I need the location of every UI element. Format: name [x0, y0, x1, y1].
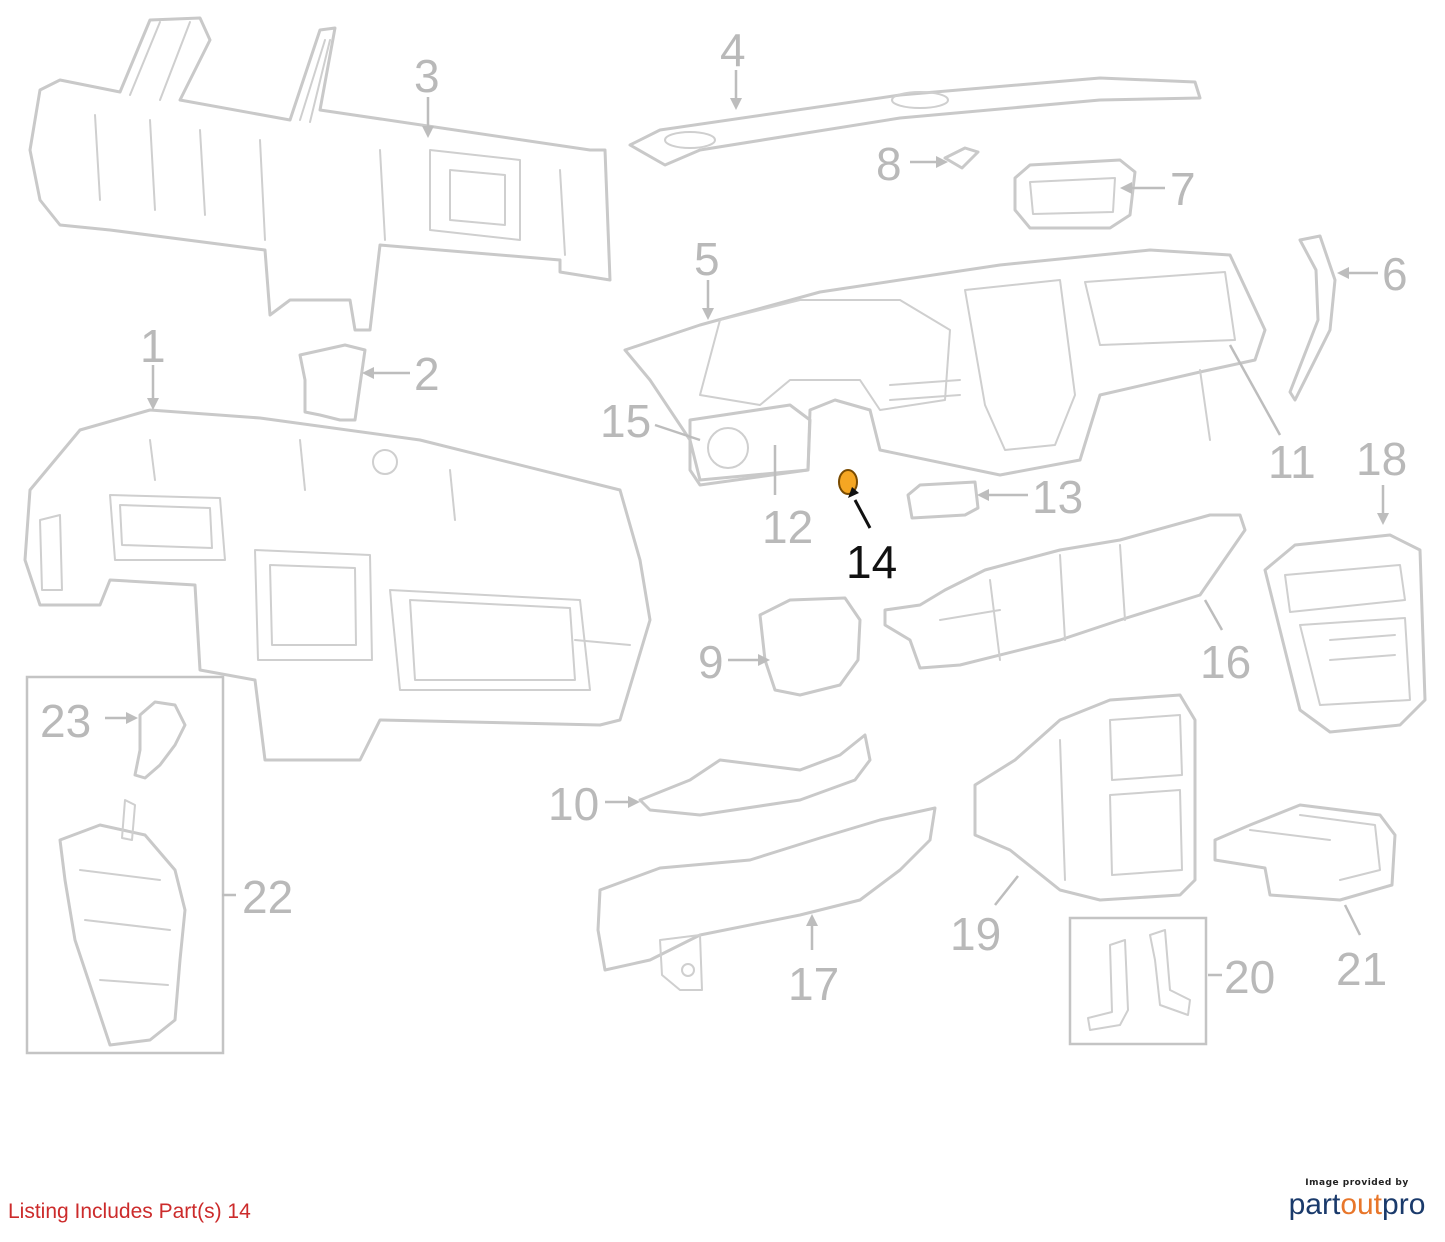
part-1-panel-carrier — [23, 408, 652, 762]
callout-21: 21 — [1336, 943, 1387, 995]
callout-labels: 1 2 3 4 5 6 7 8 9 10 11 12 13 14 15 16 1… — [40, 24, 1408, 1010]
part-23-shift-knob — [133, 700, 187, 780]
partoutpro-logo: partoutpro — [1282, 1190, 1432, 1220]
callout-15: 15 — [600, 395, 651, 447]
part-22-shifter — [25, 675, 225, 1055]
callout-14: 14 — [846, 536, 897, 588]
callout-6: 6 — [1382, 248, 1408, 300]
callout-9: 9 — [698, 636, 724, 688]
part-2-bracket — [298, 343, 367, 422]
callout-20: 20 — [1224, 951, 1275, 1003]
callout-23: 23 — [40, 695, 91, 747]
part-21-tray — [1213, 803, 1397, 902]
leader-14 — [853, 499, 872, 529]
callout-2: 2 — [414, 348, 440, 400]
leader-lines — [105, 70, 1389, 977]
callout-8: 8 — [876, 138, 902, 190]
callout-4: 4 — [720, 24, 746, 76]
callout-10: 10 — [548, 778, 599, 830]
callout-16: 16 — [1200, 636, 1251, 688]
part-18-center-bezel — [1263, 533, 1427, 734]
callout-5: 5 — [694, 233, 720, 285]
credit-caption: Image provided by — [1305, 1178, 1409, 1188]
callout-22: 22 — [242, 871, 293, 923]
listing-includes-text: Listing Includes Part(s) 14 — [8, 1200, 251, 1223]
arrowhead-14 — [848, 487, 859, 498]
image-credit: Image provided by partoutpro — [1282, 1178, 1432, 1220]
callout-19: 19 — [950, 908, 1001, 960]
callout-7: 7 — [1170, 163, 1196, 215]
logo-out: out — [1340, 1188, 1383, 1221]
callout-17: 17 — [788, 958, 839, 1010]
part-10-bolster-trim — [638, 733, 872, 817]
callout-12: 12 — [762, 501, 813, 553]
part-4-trim-strip — [628, 76, 1202, 167]
part-12-lower-bezel — [688, 403, 812, 487]
logo-part: part — [1288, 1188, 1341, 1221]
callout-13: 13 — [1032, 471, 1083, 523]
part-8-clip — [943, 146, 980, 170]
part-9-column-cover — [758, 596, 862, 697]
callout-1: 1 — [140, 320, 166, 372]
part-20-brackets — [1068, 916, 1208, 1046]
part-16-support — [883, 513, 1247, 670]
part-6-end-cap — [1288, 234, 1337, 402]
callout-11: 11 — [1268, 436, 1316, 488]
logo-pro: pro — [1382, 1188, 1426, 1221]
part-7-vent-bezel — [1013, 158, 1137, 230]
part-19-console-stack — [973, 693, 1197, 902]
callout-3: 3 — [414, 50, 440, 102]
part-13-bezel — [906, 480, 980, 520]
part-17-lower-panel — [596, 806, 937, 991]
part-5-instrument-panel — [623, 248, 1267, 482]
callout-18: 18 — [1356, 433, 1407, 485]
part-3-crossmember — [28, 16, 612, 332]
